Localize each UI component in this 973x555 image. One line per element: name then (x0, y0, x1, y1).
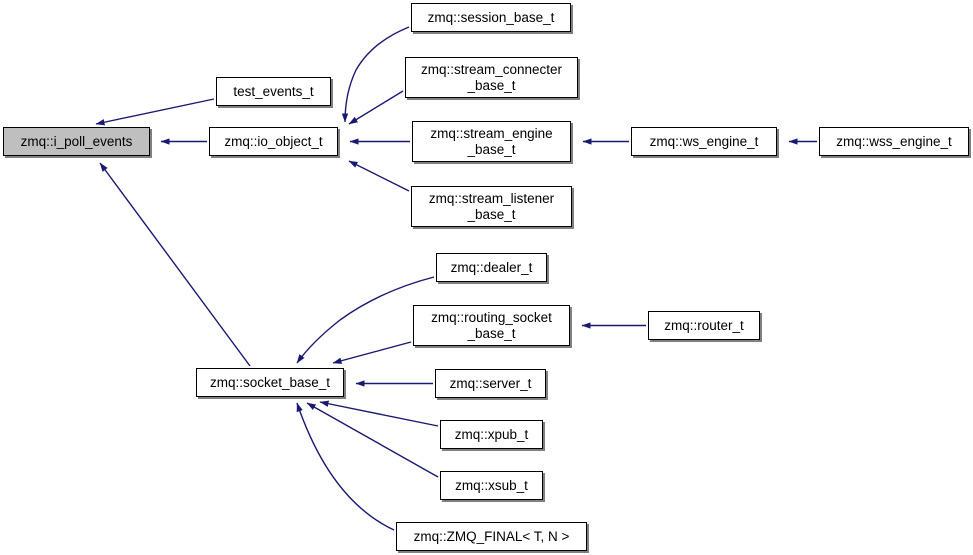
class-node-label: zmq::xpub_t (454, 426, 529, 442)
class-node-io_object_t[interactable]: zmq::io_object_t (209, 127, 338, 156)
class-node-socket_base_t[interactable]: zmq::socket_base_t (196, 368, 344, 397)
class-node-label: zmq::dealer_t (450, 259, 533, 275)
class-node-label: zmq::ZMQ_FINAL< T, N > (413, 528, 570, 544)
edge-routing-socket-to-socket-base (332, 341, 412, 364)
class-node-stream_connecter_base_t[interactable]: zmq::stream_connecter _base_t (405, 57, 578, 98)
edge-socket-base-to-i-poll-events (99, 162, 251, 367)
class-node-label: zmq::io_object_t (224, 133, 323, 149)
edge-group (95, 26, 817, 531)
class-node-label: test_events_t (233, 83, 314, 99)
class-node-label: zmq::ws_engine_t (649, 133, 759, 149)
edge-stream-connecter-to-io-object (348, 90, 404, 125)
class-node-session_base_t[interactable]: zmq::session_base_t (411, 3, 571, 32)
edge-dealer-to-socket-base (296, 276, 435, 364)
edge-zmq-final-to-socket-base (296, 402, 395, 531)
class-node-router_t[interactable]: zmq::router_t (648, 311, 760, 340)
class-node-test_events_t[interactable]: test_events_t (216, 77, 331, 106)
edge-test-events-to-i-poll-events (95, 98, 215, 126)
class-node-label: zmq::i_poll_events (20, 133, 133, 149)
edge-session-base-to-io-object (341, 26, 410, 123)
class-node-label: zmq::session_base_t (427, 9, 555, 25)
class-node-stream_listener_base_t[interactable]: zmq::stream_listener _base_t (411, 186, 572, 227)
class-node-label: zmq::stream_connecter _base_t (420, 62, 563, 93)
class-node-stream_engine_base_t[interactable]: zmq::stream_engine _base_t (412, 121, 571, 162)
class-node-label: zmq::xsub_t (455, 477, 528, 493)
class-node-xpub_t[interactable]: zmq::xpub_t (440, 420, 543, 449)
class-node-i_poll_events[interactable]: zmq::i_poll_events (3, 127, 150, 156)
class-node-xsub_t[interactable]: zmq::xsub_t (440, 471, 543, 500)
class-node-label: zmq::router_t (664, 317, 744, 333)
class-node-label: zmq::server_t (449, 375, 532, 391)
class-node-ws_engine_t[interactable]: zmq::ws_engine_t (631, 127, 777, 156)
class-node-wss_engine_t[interactable]: zmq::wss_engine_t (819, 127, 969, 156)
class-node-server_t[interactable]: zmq::server_t (435, 369, 546, 398)
class-node-label: zmq::stream_engine _base_t (430, 126, 553, 157)
edge-stream-listener-to-io-object (348, 160, 410, 192)
class-node-label: zmq::socket_base_t (209, 374, 331, 390)
class-node-dealer_t[interactable]: zmq::dealer_t (436, 253, 547, 282)
edge-xpub-to-socket-base (319, 400, 439, 427)
edge-xsub-to-socket-base (306, 402, 439, 478)
class-node-label: zmq::wss_engine_t (836, 133, 952, 149)
class-node-routing_socket_base_t[interactable]: zmq::routing_socket _base_t (413, 305, 570, 346)
class-node-label: zmq::routing_socket _base_t (431, 310, 552, 341)
class-node-label: zmq::stream_listener _base_t (428, 191, 555, 222)
class-node-zmq_final[interactable]: zmq::ZMQ_FINAL< T, N > (396, 522, 587, 551)
